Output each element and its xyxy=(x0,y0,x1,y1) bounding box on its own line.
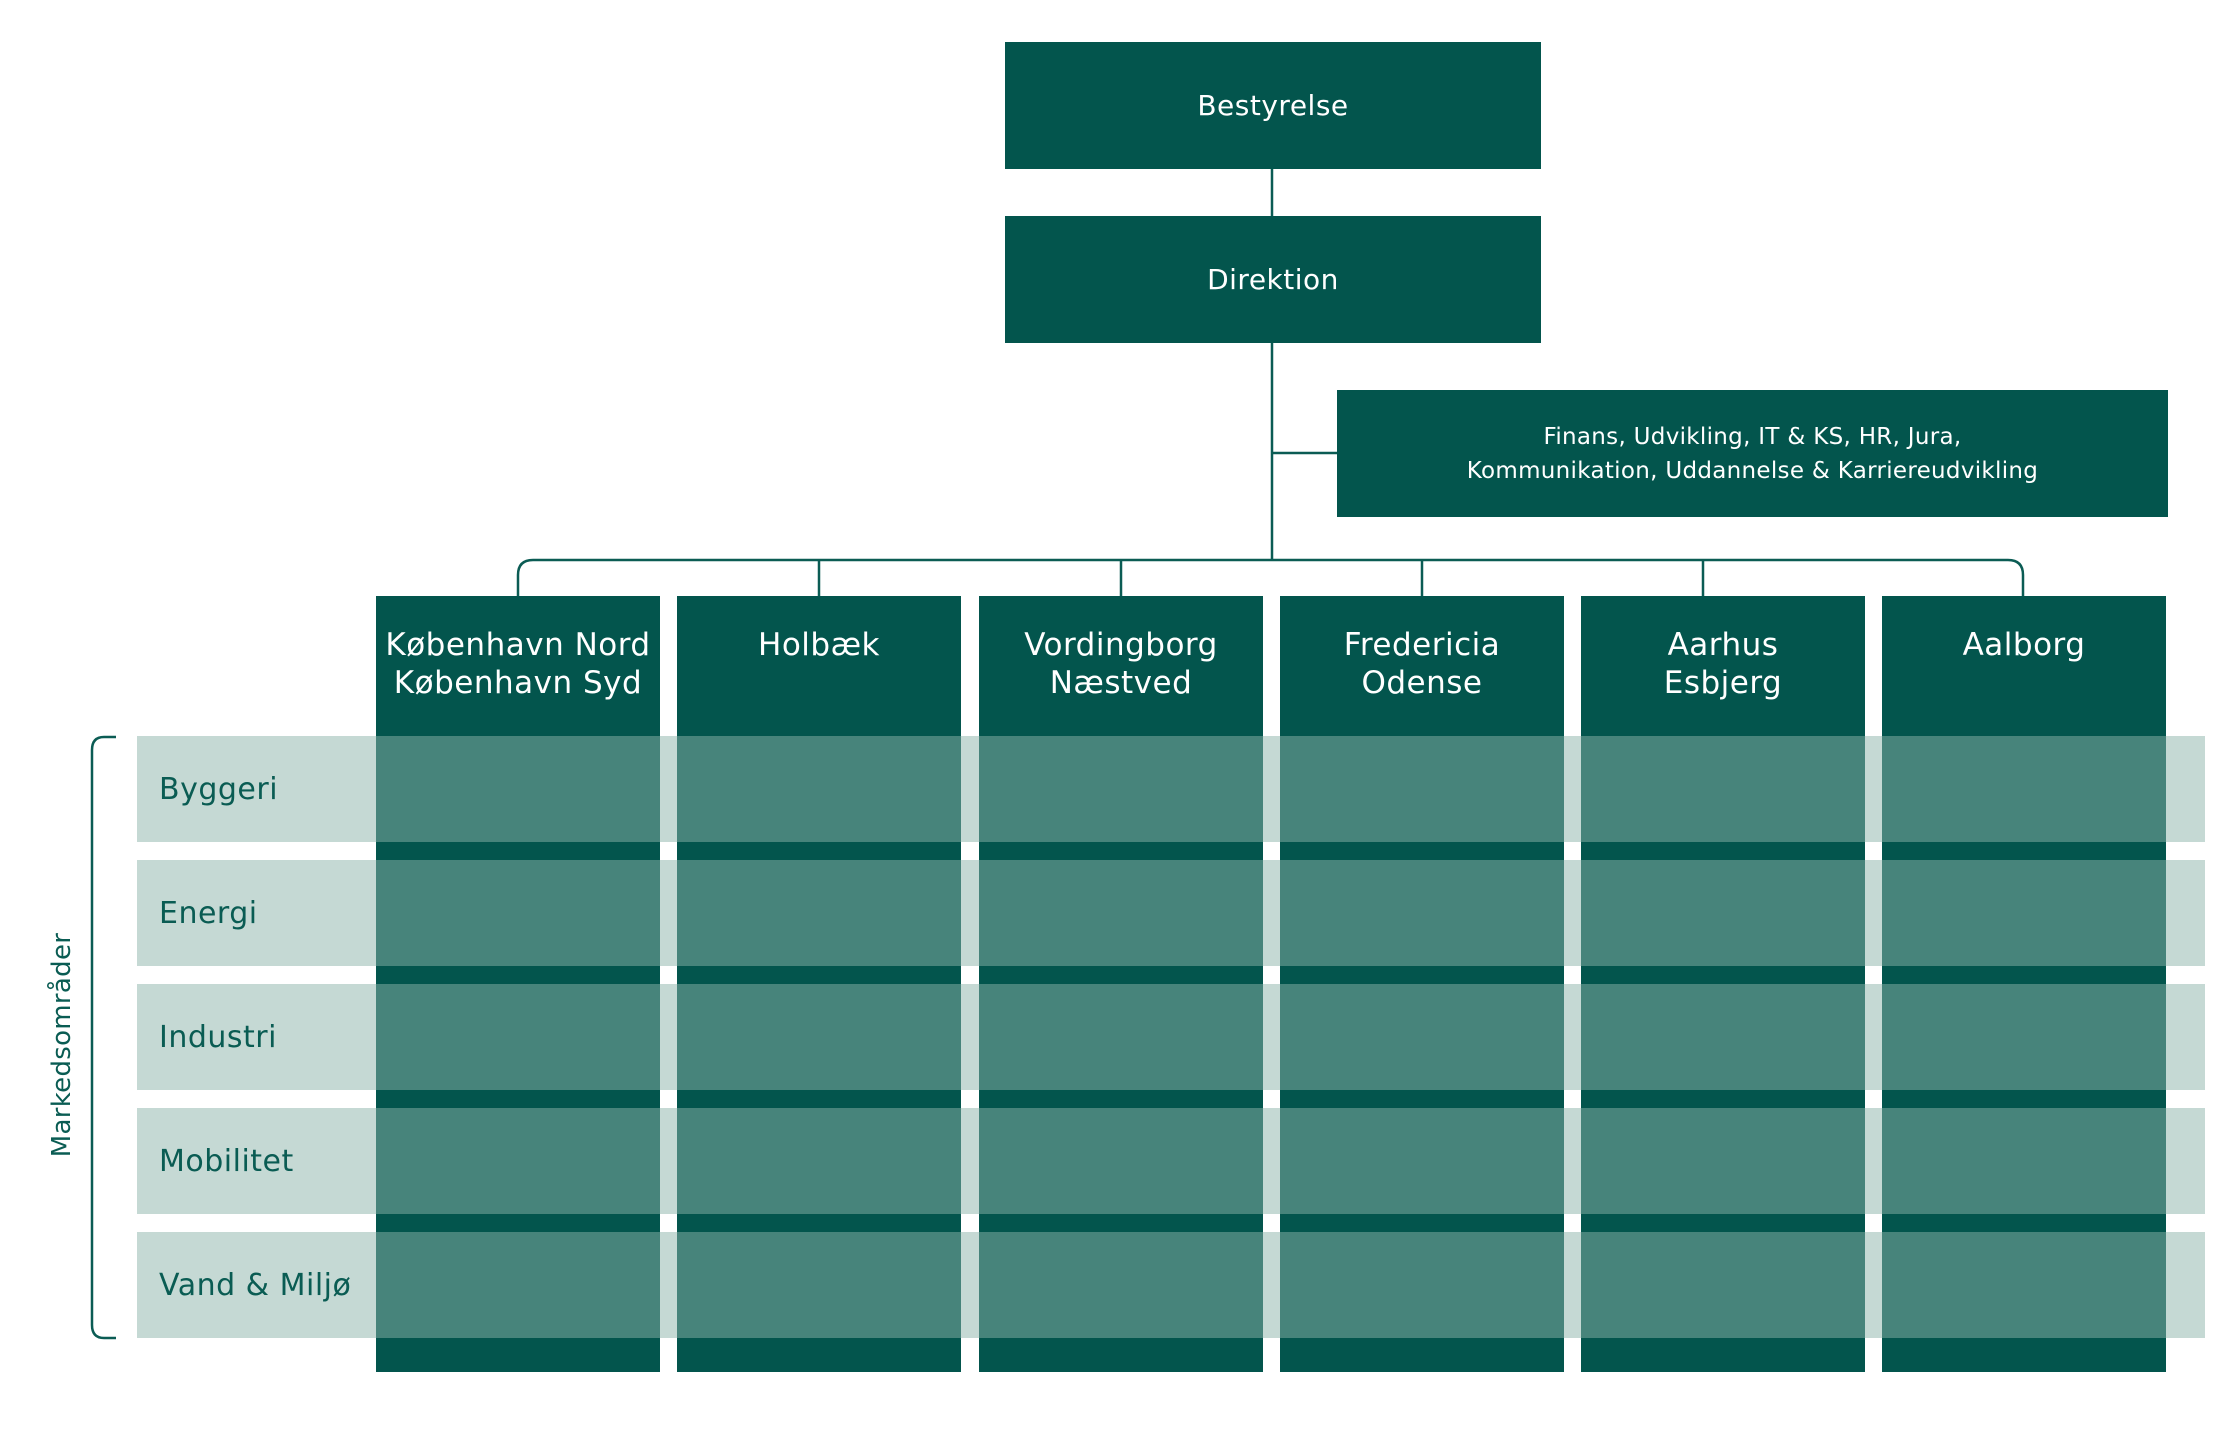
market-areas-bracket xyxy=(90,735,116,1340)
connector-region-bar xyxy=(516,558,2025,596)
board-label: Bestyrelse xyxy=(1197,88,1349,122)
region-label: Vordingborg Næstved xyxy=(1024,627,1218,701)
market-areas-title: Markedsområder xyxy=(47,932,77,1158)
management-box[interactable]: Direktion xyxy=(1005,216,1541,343)
market-area-row-vand-miljo[interactable]: Vand & Miljø xyxy=(137,1232,2205,1338)
market-area-row-mobilitet[interactable]: Mobilitet xyxy=(137,1108,2205,1214)
market-area-row-energi[interactable]: Energi xyxy=(137,860,2205,966)
market-area-row-industri[interactable]: Industri xyxy=(137,984,2205,1090)
support-functions-line-1: Finans, Udvikling, IT & KS, HR, Jura, xyxy=(1543,423,1962,450)
market-area-label: Mobilitet xyxy=(159,1143,294,1179)
board-box[interactable]: Bestyrelse xyxy=(1005,42,1541,169)
region-label: Holbæk xyxy=(758,627,880,663)
support-functions-box[interactable]: Finans, Udvikling, IT & KS, HR, Jura, Ko… xyxy=(1337,390,2168,517)
market-area-label: Industri xyxy=(159,1019,277,1055)
region-label: Aarhus Esbjerg xyxy=(1663,627,1783,701)
region-label: København Nord København Syd xyxy=(385,627,651,701)
region-label: Fredericia Odense xyxy=(1343,627,1501,701)
region-label: Aalborg xyxy=(1962,627,2086,663)
market-area-label: Energi xyxy=(159,895,258,931)
market-area-label: Byggeri xyxy=(159,771,279,807)
support-functions-line-2: Kommunikation, Uddannelse & Karriereudvi… xyxy=(1466,457,2039,484)
management-label: Direktion xyxy=(1207,262,1339,296)
market-area-label: Vand & Miljø xyxy=(159,1267,352,1303)
market-area-row-byggeri[interactable]: Byggeri xyxy=(137,736,2205,842)
